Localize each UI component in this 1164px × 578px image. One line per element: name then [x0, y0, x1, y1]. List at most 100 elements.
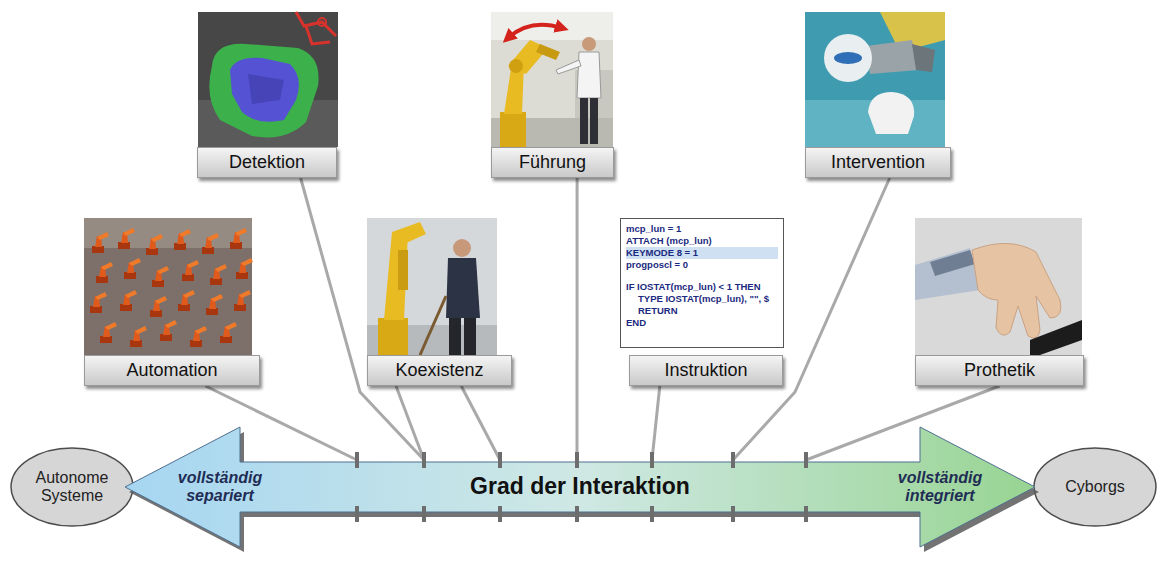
- code-line: END: [626, 317, 778, 329]
- scale-tick: [355, 452, 359, 468]
- leader-line: [576, 178, 579, 460]
- illustration-part: [206, 308, 218, 315]
- factory-robot: [206, 294, 223, 315]
- scale-tick: [731, 506, 735, 522]
- illustration-part: [84, 218, 252, 355]
- scale-tick: [575, 452, 579, 468]
- illustration-part: [912, 44, 935, 72]
- illustration-part: [582, 37, 596, 51]
- arrow-text: Grad der Interaktion: [275, 474, 885, 499]
- factory-robot: [130, 326, 147, 347]
- illustration-part: [235, 228, 247, 236]
- factory-robot: [90, 292, 107, 313]
- illustration-part: [90, 306, 102, 313]
- factory-robot: [100, 322, 117, 343]
- label-text: Koexistenz: [395, 360, 483, 381]
- leader-line: [652, 386, 660, 460]
- illustration-part: [129, 258, 141, 266]
- illustration-part: [202, 247, 214, 254]
- factory-robot: [118, 228, 135, 249]
- illustration-part: [378, 318, 408, 355]
- illustration-part: [195, 326, 207, 334]
- factory-robot: [210, 264, 227, 285]
- leader-line: [301, 178, 424, 460]
- scale-tick: [804, 452, 808, 468]
- illustration-part: [296, 12, 336, 44]
- guidance-image: [491, 12, 613, 147]
- illustration-part: [509, 59, 523, 73]
- leader-line: [461, 386, 500, 460]
- label-text: Detektion: [229, 152, 305, 173]
- code-line: IF IOSTAT(mcp_lun) < 1 THEN: [626, 281, 778, 293]
- illustration-part: [230, 58, 299, 122]
- factory-robot: [234, 290, 251, 311]
- factory-robot: [92, 232, 109, 253]
- illustration-part: [130, 340, 142, 347]
- code-line: ATTACH (mcp_lun): [626, 235, 778, 247]
- label-text: Instruktion: [664, 360, 747, 381]
- illustration-part: [157, 266, 169, 274]
- illustration-part: [491, 12, 613, 147]
- stage-label: Intervention: [805, 147, 951, 178]
- illustration-part: [834, 52, 862, 64]
- factory-robot: [182, 260, 199, 281]
- label-text: Automation: [126, 360, 217, 381]
- illustration-part: [536, 44, 560, 60]
- code-line: KEYMODE 8 = 1: [626, 247, 778, 259]
- factory-robot: [152, 266, 169, 287]
- illustration-part: [868, 92, 914, 134]
- code-listing: mcp_lun = 1ATTACH (mcp_lun)KEYMODE 8 = 1…: [620, 218, 784, 348]
- illustration-part: [151, 234, 163, 242]
- label-text: Führung: [519, 152, 586, 173]
- illustration-part: [155, 296, 167, 304]
- illustration-part: [866, 40, 918, 74]
- interaction-arrow: vollständig separiertGrad der Interaktio…: [125, 460, 1035, 514]
- illustration-part: [805, 12, 945, 147]
- illustration-part: [234, 304, 246, 311]
- scale-tick: [498, 452, 502, 468]
- scale-tick: [355, 506, 359, 522]
- illustration-part: [241, 258, 253, 266]
- arrow-text: vollständig separiert: [165, 469, 275, 504]
- illustration-part: [556, 60, 581, 74]
- illustration-part: [580, 98, 588, 144]
- ellipse-shape: [1034, 448, 1156, 526]
- illustration-part: [100, 336, 112, 343]
- illustration-part: [210, 278, 222, 285]
- illustration-part: [211, 294, 223, 302]
- factory-robot: [174, 229, 191, 250]
- illustration-part: [915, 248, 980, 300]
- factory-robot: [236, 258, 253, 279]
- factory-robot: [124, 258, 141, 279]
- illustration-part: [165, 320, 177, 328]
- illustration-part: [97, 232, 109, 240]
- scale-tick: [575, 506, 579, 522]
- factory-robot: [230, 228, 247, 249]
- illustration-part: [398, 250, 408, 290]
- end-ellipse: Cyborgs: [1033, 447, 1157, 527]
- illustration-part: [96, 276, 108, 283]
- label-text: Prothetik: [964, 360, 1035, 381]
- illustration-part: [95, 292, 107, 300]
- illustration-part: [248, 74, 284, 104]
- factory-robot: [146, 234, 163, 255]
- illustration-part: [367, 218, 497, 355]
- factory-robots: [90, 228, 253, 347]
- scale-tick: [498, 506, 502, 522]
- code-line: RETURN: [626, 305, 778, 317]
- illustration-part: [384, 232, 408, 320]
- intervention-image: [805, 12, 945, 147]
- factory-robot: [96, 262, 113, 283]
- illustration-part: [152, 280, 164, 287]
- leader-line: [396, 386, 424, 460]
- illustration-part: [420, 296, 446, 355]
- stage-label: Prothetik: [915, 355, 1084, 386]
- illustration-part: [972, 243, 1061, 338]
- illustration-part: [179, 229, 191, 237]
- illustration-part: [577, 52, 601, 98]
- illustration-part: [446, 258, 480, 318]
- prosthetics-image: [915, 218, 1082, 355]
- illustration-part: [220, 336, 232, 343]
- code-line: mcp_lun = 1: [626, 223, 778, 235]
- ellipse-text: Cyborgs: [1045, 478, 1145, 496]
